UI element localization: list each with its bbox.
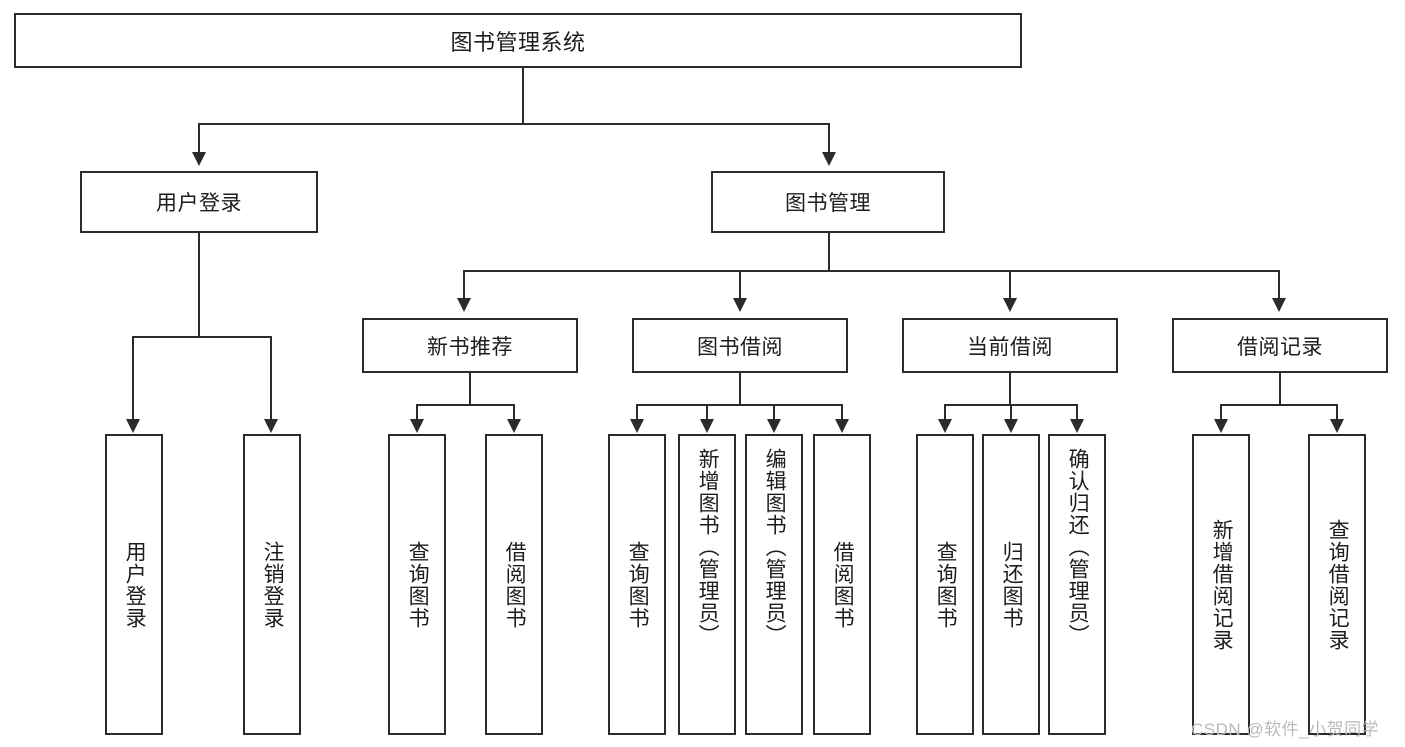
arrow-bb-leaf-3 — [767, 419, 781, 433]
connector-book-manage-drop-3 — [1009, 270, 1011, 299]
node-leaf-logout-label: 注销登录 — [261, 540, 285, 629]
connector-bb-drop-4 — [841, 404, 843, 420]
connector-book-manage-drop-4 — [1278, 270, 1280, 299]
connector-book-manage-drop-1 — [463, 270, 465, 299]
connector-cb-drop-2 — [1010, 404, 1012, 420]
node-leaf-logout[interactable]: 注销登录 — [243, 434, 301, 735]
node-current-borrow-label: 当前借阅 — [967, 335, 1053, 359]
node-new-book-recommend-label: 新书推荐 — [427, 335, 513, 359]
arrow-bb-leaf-4 — [835, 419, 849, 433]
arrow-book-manage-to-current-borrow — [1003, 298, 1017, 312]
connector-bb-drop-1 — [636, 404, 638, 420]
connector-root-to-book-manage — [828, 123, 830, 153]
connector-user-login-bus — [132, 336, 270, 338]
node-new-book-recommend[interactable]: 新书推荐 — [362, 318, 578, 373]
node-leaf-user-login[interactable]: 用户登录 — [105, 434, 163, 735]
node-book-manage-label: 图书管理 — [785, 192, 871, 215]
node-leaf-confirm-return[interactable]: 确认归还（管理员） — [1048, 434, 1106, 735]
connector-br-drop-2 — [1336, 404, 1338, 420]
node-leaf-borrow-book-1-label: 借阅图书 — [503, 540, 527, 629]
node-leaf-query-book-2[interactable]: 查询图书 — [608, 434, 666, 735]
node-leaf-add-book[interactable]: 新增图书（管理员） — [678, 434, 736, 735]
connector-root-to-user-login — [198, 123, 200, 153]
node-leaf-add-record-label: 新增借阅记录 — [1210, 518, 1234, 651]
connector-cb-drop-1 — [944, 404, 946, 420]
node-leaf-query-book-3[interactable]: 查询图书 — [916, 434, 974, 735]
node-root-label: 图书管理系统 — [450, 29, 586, 55]
connector-new-book-recommend-stem — [469, 373, 471, 404]
arrow-book-manage-to-book-borrow — [733, 298, 747, 312]
arrow-book-manage-to-borrow-record — [1272, 298, 1286, 312]
arrow-br-leaf-2 — [1330, 419, 1344, 433]
node-book-borrow[interactable]: 图书借阅 — [632, 318, 848, 373]
connector-user-login-drop-1 — [132, 336, 134, 420]
node-leaf-return-book-label: 归还图书 — [1000, 540, 1024, 629]
node-root[interactable]: 图书管理系统 — [14, 13, 1022, 68]
node-leaf-query-book-1[interactable]: 查询图书 — [388, 434, 446, 735]
connector-root-stem — [522, 68, 524, 123]
arrow-user-login-leaf-1 — [126, 419, 140, 433]
connector-nbr-drop-1 — [416, 404, 418, 420]
connector-bb-drop-3 — [773, 404, 775, 420]
connector-user-login-drop-2 — [270, 336, 272, 420]
connector-br-drop-1 — [1220, 404, 1222, 420]
connector-new-book-recommend-bus — [416, 404, 514, 406]
connector-borrow-record-bus — [1220, 404, 1338, 406]
arrow-cb-leaf-2 — [1004, 419, 1018, 433]
node-leaf-confirm-return-label: 确认归还（管理员） — [1066, 448, 1090, 646]
connector-book-manage-bus — [463, 270, 1280, 272]
connector-book-manage-drop-2 — [739, 270, 741, 299]
node-leaf-borrow-book-1[interactable]: 借阅图书 — [485, 434, 543, 735]
arrow-bb-leaf-1 — [630, 419, 644, 433]
node-leaf-user-login-label: 用户登录 — [123, 540, 147, 629]
node-leaf-add-book-label: 新增图书（管理员） — [696, 448, 720, 646]
node-leaf-borrow-book-2-label: 借阅图书 — [831, 540, 855, 629]
node-user-login[interactable]: 用户登录 — [80, 171, 318, 233]
node-leaf-query-book-1-label: 查询图书 — [406, 540, 430, 629]
node-borrow-record[interactable]: 借阅记录 — [1172, 318, 1388, 373]
node-user-login-label: 用户登录 — [156, 192, 242, 215]
connector-borrow-record-stem — [1279, 373, 1281, 404]
connector-cb-drop-3 — [1076, 404, 1078, 420]
connector-root-bus — [198, 123, 830, 125]
node-leaf-edit-book[interactable]: 编辑图书（管理员） — [745, 434, 803, 735]
node-book-borrow-label: 图书借阅 — [697, 335, 783, 359]
arrow-nbr-leaf-2 — [507, 419, 521, 433]
node-leaf-query-record[interactable]: 查询借阅记录 — [1308, 434, 1366, 735]
connector-bb-drop-2 — [706, 404, 708, 420]
arrow-user-login-leaf-2 — [264, 419, 278, 433]
node-borrow-record-label: 借阅记录 — [1237, 335, 1323, 359]
node-leaf-add-record[interactable]: 新增借阅记录 — [1192, 434, 1250, 735]
arrow-bb-leaf-2 — [700, 419, 714, 433]
arrow-br-leaf-1 — [1214, 419, 1228, 433]
connector-book-borrow-stem — [739, 373, 741, 404]
connector-book-manage-stem — [828, 233, 830, 270]
node-leaf-return-book[interactable]: 归还图书 — [982, 434, 1040, 735]
node-current-borrow[interactable]: 当前借阅 — [902, 318, 1118, 373]
node-leaf-query-book-3-label: 查询图书 — [934, 540, 958, 629]
node-book-manage[interactable]: 图书管理 — [711, 171, 945, 233]
connector-user-login-stem — [198, 233, 200, 336]
node-leaf-borrow-book-2[interactable]: 借阅图书 — [813, 434, 871, 735]
connector-nbr-drop-2 — [513, 404, 515, 420]
node-leaf-query-book-2-label: 查询图书 — [626, 540, 650, 629]
node-leaf-query-record-label: 查询借阅记录 — [1326, 518, 1350, 651]
connector-book-borrow-bus — [636, 404, 842, 406]
watermark: CSDN @软件_小贺同学 — [1191, 720, 1380, 739]
arrow-book-manage-to-new-book-recommend — [457, 298, 471, 312]
arrow-root-to-book-manage — [822, 152, 836, 166]
arrow-root-to-user-login — [192, 152, 206, 166]
node-leaf-edit-book-label: 编辑图书（管理员） — [763, 448, 787, 646]
arrow-nbr-leaf-1 — [410, 419, 424, 433]
arrow-cb-leaf-1 — [938, 419, 952, 433]
arrow-cb-leaf-3 — [1070, 419, 1084, 433]
connector-current-borrow-stem — [1009, 373, 1011, 404]
